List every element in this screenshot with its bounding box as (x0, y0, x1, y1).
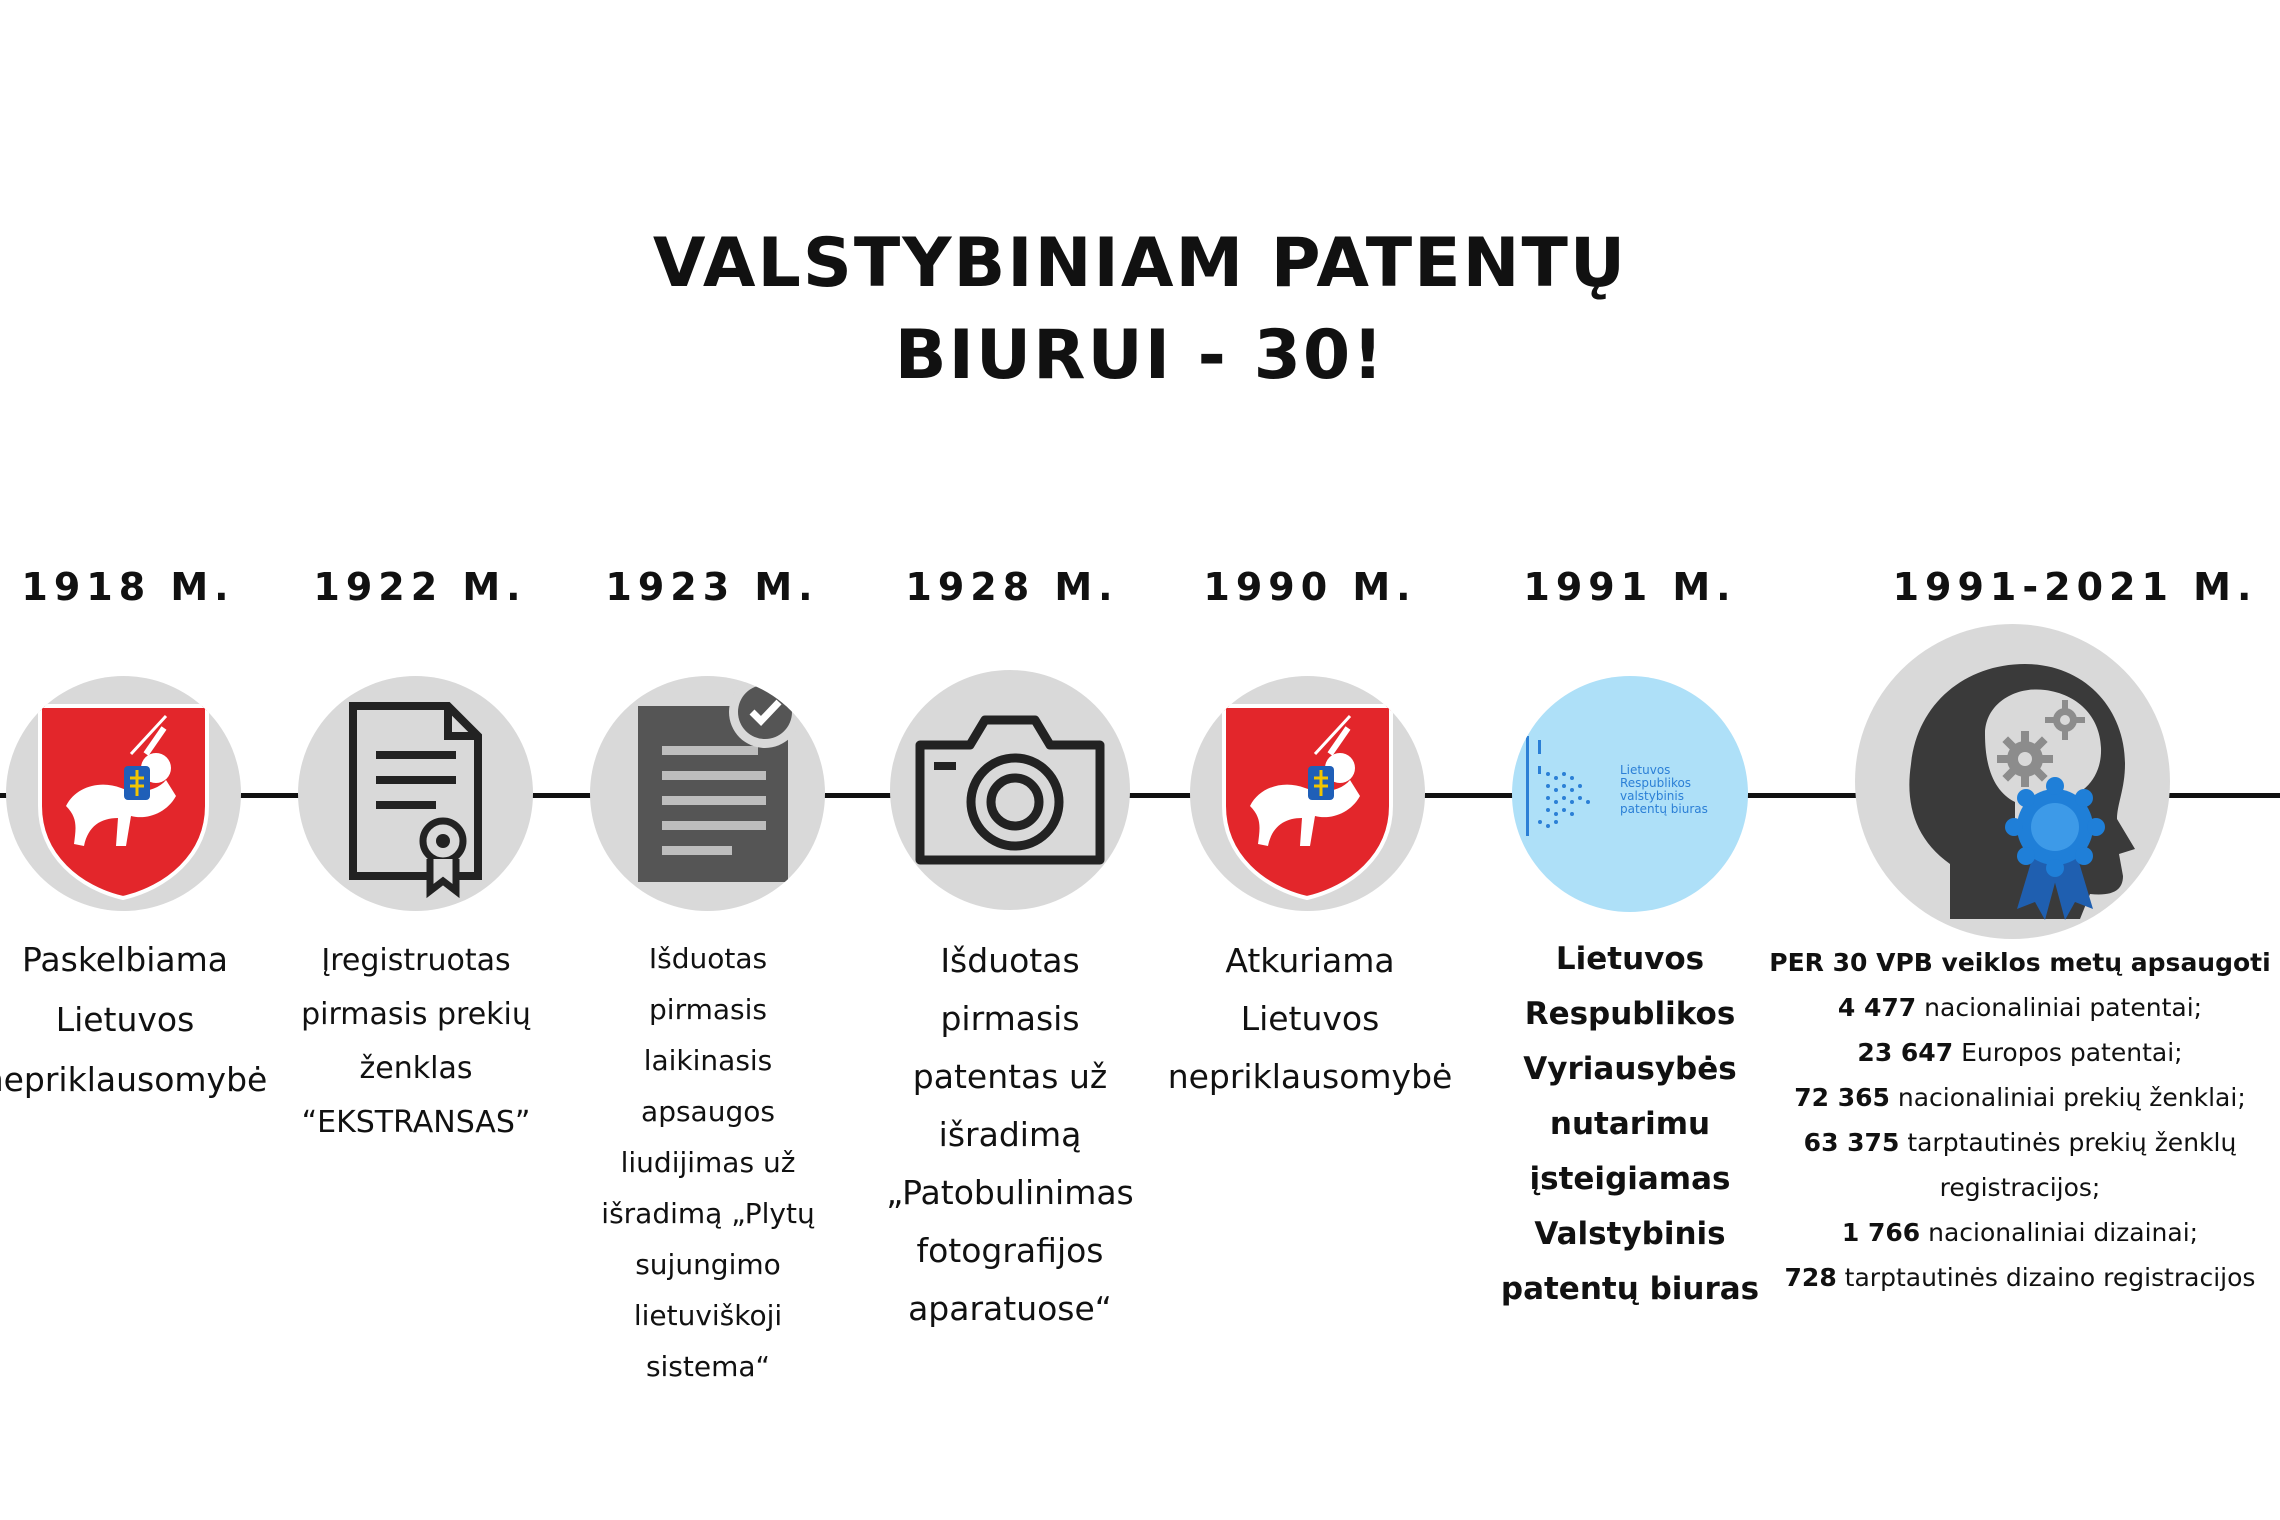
stat-number: 1 766 (1841, 1218, 1921, 1247)
stat-number: 63 375 (1803, 1128, 1900, 1157)
event-desc-line: patentų biuras (1500, 1271, 1760, 1307)
event-icon-circle-1990 (1190, 676, 1425, 911)
event-desc-line: Respublikos (1524, 996, 1736, 1032)
stat-number: 728 (1784, 1263, 1837, 1292)
event-desc-line: patentas už (912, 1057, 1108, 1096)
stat-row: 72 365 nacionaliniai prekių ženklai; (1760, 1075, 2280, 1120)
event-desc-line: išradimą (938, 1115, 1082, 1154)
stat-row: registracijos; (1760, 1165, 2280, 1210)
event-desc-line: apsaugos (641, 1095, 775, 1128)
camera-icon (915, 715, 1105, 865)
stat-text: tarptautinės prekių ženklų (1907, 1128, 2237, 1157)
event-desc-line: sistema“ (645, 1350, 771, 1383)
event-icon-circle-1923 (590, 676, 825, 911)
event-desc-1991: Lietuvos Respublikos Vyriausybės nutarim… (1480, 932, 1780, 1317)
event-desc-1928: Išduotas pirmasis patentas už išradimą „… (860, 932, 1160, 1338)
event-desc-line: fotografijos (916, 1231, 1104, 1270)
stat-row: 23 647 Europos patentai; (1760, 1030, 2280, 1075)
event-desc-line: Atkuriama (1225, 941, 1395, 980)
stat-row: 63 375 tarptautinės prekių ženklų (1760, 1120, 2280, 1165)
vpb-logo-text: Lietuvos Respublikos valstybinis patentų… (1620, 764, 1708, 816)
year-1922: 1922 M. (313, 565, 527, 609)
event-desc-line: aparatuose“ (908, 1289, 1112, 1328)
event-icon-circle-1928 (890, 670, 1130, 910)
stat-text: Europos patentai; (1961, 1038, 2183, 1067)
event-desc-line: Vyriausybės (1523, 1051, 1737, 1087)
event-desc-line: įsteigiamas (1529, 1161, 1731, 1197)
vpb-logo-line: Respublikos (1620, 776, 1692, 790)
event-desc-line: nepriklausomybė (1167, 1057, 1453, 1096)
vpb-logo-line: patentų biuras (1620, 802, 1708, 816)
stat-text: nacionaliniai dizainai; (1928, 1218, 2199, 1247)
stat-number: 4 477 (1837, 993, 1917, 1022)
stat-number: 23 647 (1857, 1038, 1954, 1067)
event-desc-line: nepriklausomybė (0, 1060, 268, 1099)
stat-text: registracijos; (1939, 1173, 2101, 1202)
event-icon-circle-1991: Lietuvos Respublikos valstybinis patentų… (1512, 676, 1748, 912)
year-1990: 1990 M. (1203, 565, 1417, 609)
event-icon-circle-1991-2021 (1855, 624, 2170, 939)
stat-text: tarptautinės dizaino registracijos (1844, 1263, 2256, 1292)
vpb-logo-line: Lietuvos (1620, 763, 1671, 777)
year-1991: 1991 M. (1523, 565, 1737, 609)
vpb-logo-icon (1526, 736, 1590, 836)
certificate-document-icon (349, 702, 482, 899)
title-line-1: VALSTYBINIAM PATENTŲ (652, 224, 1628, 303)
stat-row: 728 tarptautinės dizaino registracijos (1760, 1255, 2280, 1300)
event-desc-line: Išduotas (648, 942, 768, 975)
year-1928: 1928 M. (905, 565, 1119, 609)
event-desc-line: Lietuvos (1240, 999, 1380, 1038)
stat-row: 1 766 nacionaliniai dizainai; (1760, 1210, 2280, 1255)
event-desc-line: Lietuvos (1555, 941, 1705, 977)
event-desc-line: laikinasis (643, 1044, 773, 1077)
title-line-2: BIURUI - 30! (894, 316, 1386, 395)
vpb-logo-line: valstybinis (1620, 789, 1684, 803)
event-desc-line: Lietuvos (55, 1000, 195, 1039)
stat-text: nacionaliniai prekių ženklai; (1897, 1083, 2246, 1112)
stats-heading-text: PER 30 VPB veiklos metų apsaugoti (1769, 948, 2271, 977)
year-1918: 1918 M. (21, 565, 235, 609)
page-title: VALSTYBINIAM PATENTŲ BIURUI - 30! (0, 218, 2280, 402)
event-desc-line: lietuviškoji (633, 1299, 783, 1332)
event-desc-1990: Atkuriama Lietuvos nepriklausomybė (1160, 932, 1460, 1106)
event-desc-line: Įregistruotas (321, 943, 511, 978)
lithuania-coat-of-arms-icon (38, 704, 209, 901)
event-desc-line: išradimą „Plytų (601, 1197, 815, 1230)
stats-heading: PER 30 VPB veiklos metų apsaugoti (1760, 940, 2280, 985)
event-desc-line: Paskelbiama (22, 940, 228, 979)
checked-document-icon (638, 676, 801, 882)
event-desc-line: Išduotas (940, 941, 1080, 980)
event-desc-line: “EKSTRANSAS” (301, 1105, 531, 1140)
event-desc-line: sujungimo (635, 1248, 781, 1281)
head-gears-rosette-icon (1909, 664, 2135, 920)
event-desc-line: pirmasis (649, 993, 767, 1026)
year-1991-2021: 1991-2021 M. (1892, 565, 2258, 609)
event-desc-1918: Paskelbiama Lietuvos nepriklausomybė (0, 930, 270, 1110)
event-desc-line: pirmasis prekių (301, 997, 531, 1032)
stat-number: 72 365 (1794, 1083, 1890, 1112)
stat-text: nacionaliniai patentai; (1924, 993, 2203, 1022)
event-desc-line: „Patobulinimas (886, 1173, 1134, 1212)
year-1923: 1923 M. (605, 565, 819, 609)
event-desc-line: ženklas (359, 1051, 473, 1086)
event-icon-circle-1922 (298, 676, 533, 911)
event-desc-line: Valstybinis (1534, 1216, 1726, 1252)
event-desc-1923: Išduotas pirmasis laikinasis apsaugos li… (572, 933, 844, 1392)
event-desc-1991-2021: PER 30 VPB veiklos metų apsaugoti 4 477 … (1760, 940, 2280, 1300)
event-desc-line: pirmasis (940, 999, 1080, 1038)
event-icon-circle-1918 (6, 676, 241, 911)
timeline-line (0, 793, 2280, 798)
lithuania-coat-of-arms-icon (1222, 704, 1393, 901)
event-desc-1922: Įregistruotas pirmasis prekių ženklas “E… (276, 934, 556, 1150)
stat-row: 4 477 nacionaliniai patentai; (1760, 985, 2280, 1030)
event-desc-line: nutarimu (1549, 1106, 1711, 1142)
event-desc-line: liudijimas už (620, 1146, 796, 1179)
